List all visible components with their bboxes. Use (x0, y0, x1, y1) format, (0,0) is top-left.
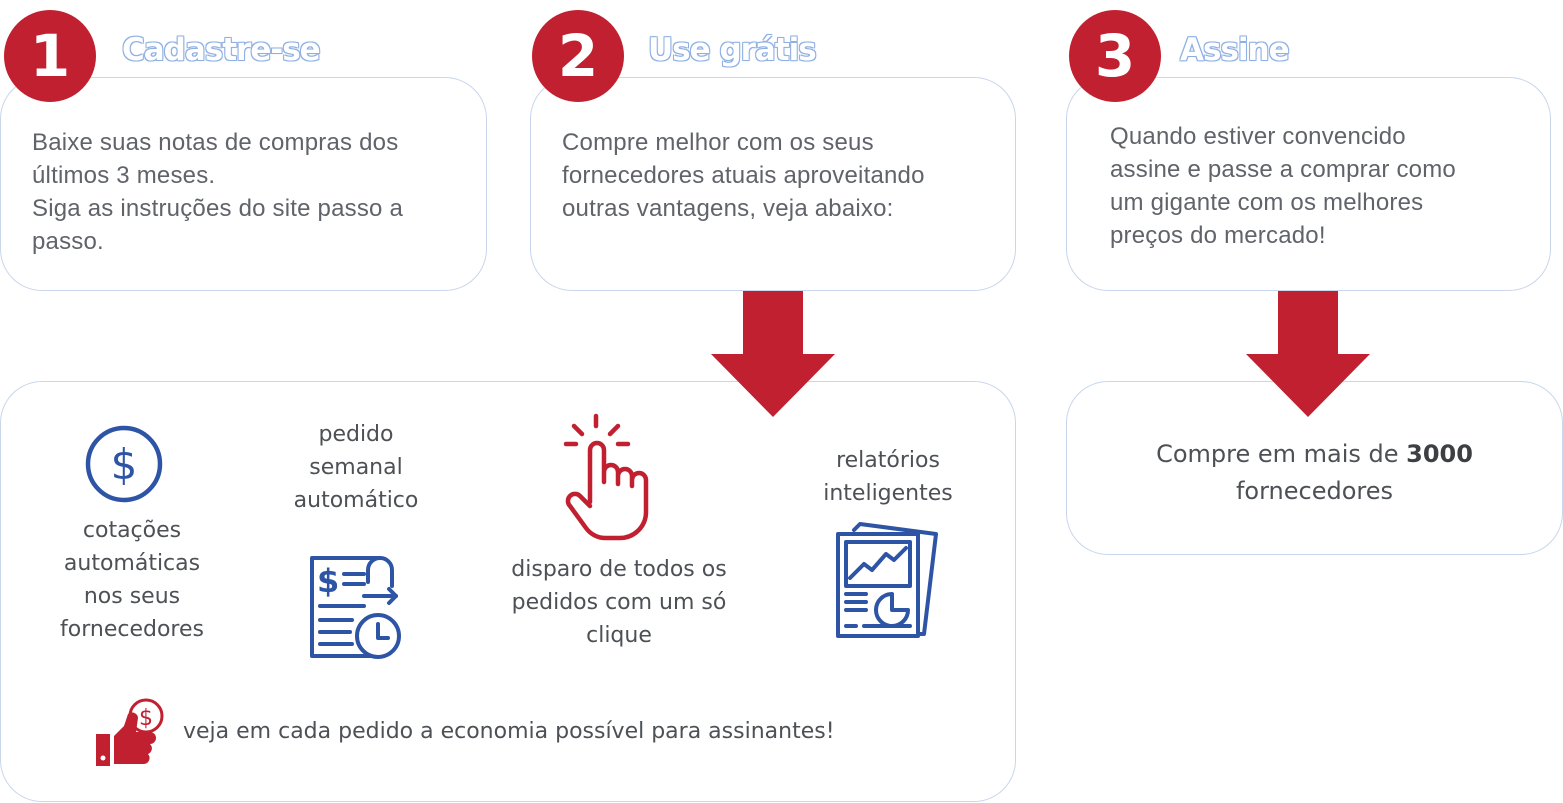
step-2-title: Use grátis (648, 32, 817, 68)
svg-text:$: $ (111, 440, 138, 489)
step-1-badge: 1 (4, 10, 96, 102)
suppliers-count: 3000 (1406, 440, 1473, 468)
svg-text:$: $ (317, 562, 339, 600)
step-2-description: Compre melhor com os seus fornecedores a… (562, 129, 925, 222)
svg-text:$: $ (139, 706, 153, 731)
dollar-circle-icon: $ (85, 425, 163, 503)
step-3-description: Quando estiver convencido assine e passe… (1110, 123, 1456, 249)
reports-icon (836, 522, 938, 638)
click-hand-icon (563, 413, 649, 541)
savings-text: veja em cada pedido a economia possível … (183, 719, 835, 744)
step-1-description: Baixe suas notas de compras dos últimos … (32, 129, 404, 255)
feature-one-click-label: disparo de todos os pedidos com um só cl… (511, 557, 727, 648)
scheduled-order-icon: $ (310, 556, 401, 659)
step-1-title: Cadastre-se (122, 32, 321, 68)
step-3-title: Assine (1180, 32, 1290, 68)
arrow-down-icon (1246, 291, 1370, 417)
feature-quotes-label: cotações automáticas nos seus fornecedor… (60, 518, 204, 642)
step-3-card: Quando estiver convencido assine e passe… (1066, 77, 1551, 291)
step-2-card: Compre melhor com os seus fornecedores a… (530, 77, 1016, 291)
feature-weekly-order-label: pedido semanal automático (293, 422, 419, 513)
thumbs-up-dollar-icon: $ (96, 698, 164, 766)
feature-reports-label: relatórios inteligentes (823, 448, 953, 506)
step-3-badge: 3 (1069, 10, 1161, 102)
suppliers-text: Compre em mais de 3000 fornecedores (1156, 440, 1473, 505)
step-1-card: Baixe suas notas de compras dos últimos … (0, 77, 487, 291)
arrow-down-icon (711, 291, 835, 417)
step-2-badge: 2 (532, 10, 624, 102)
